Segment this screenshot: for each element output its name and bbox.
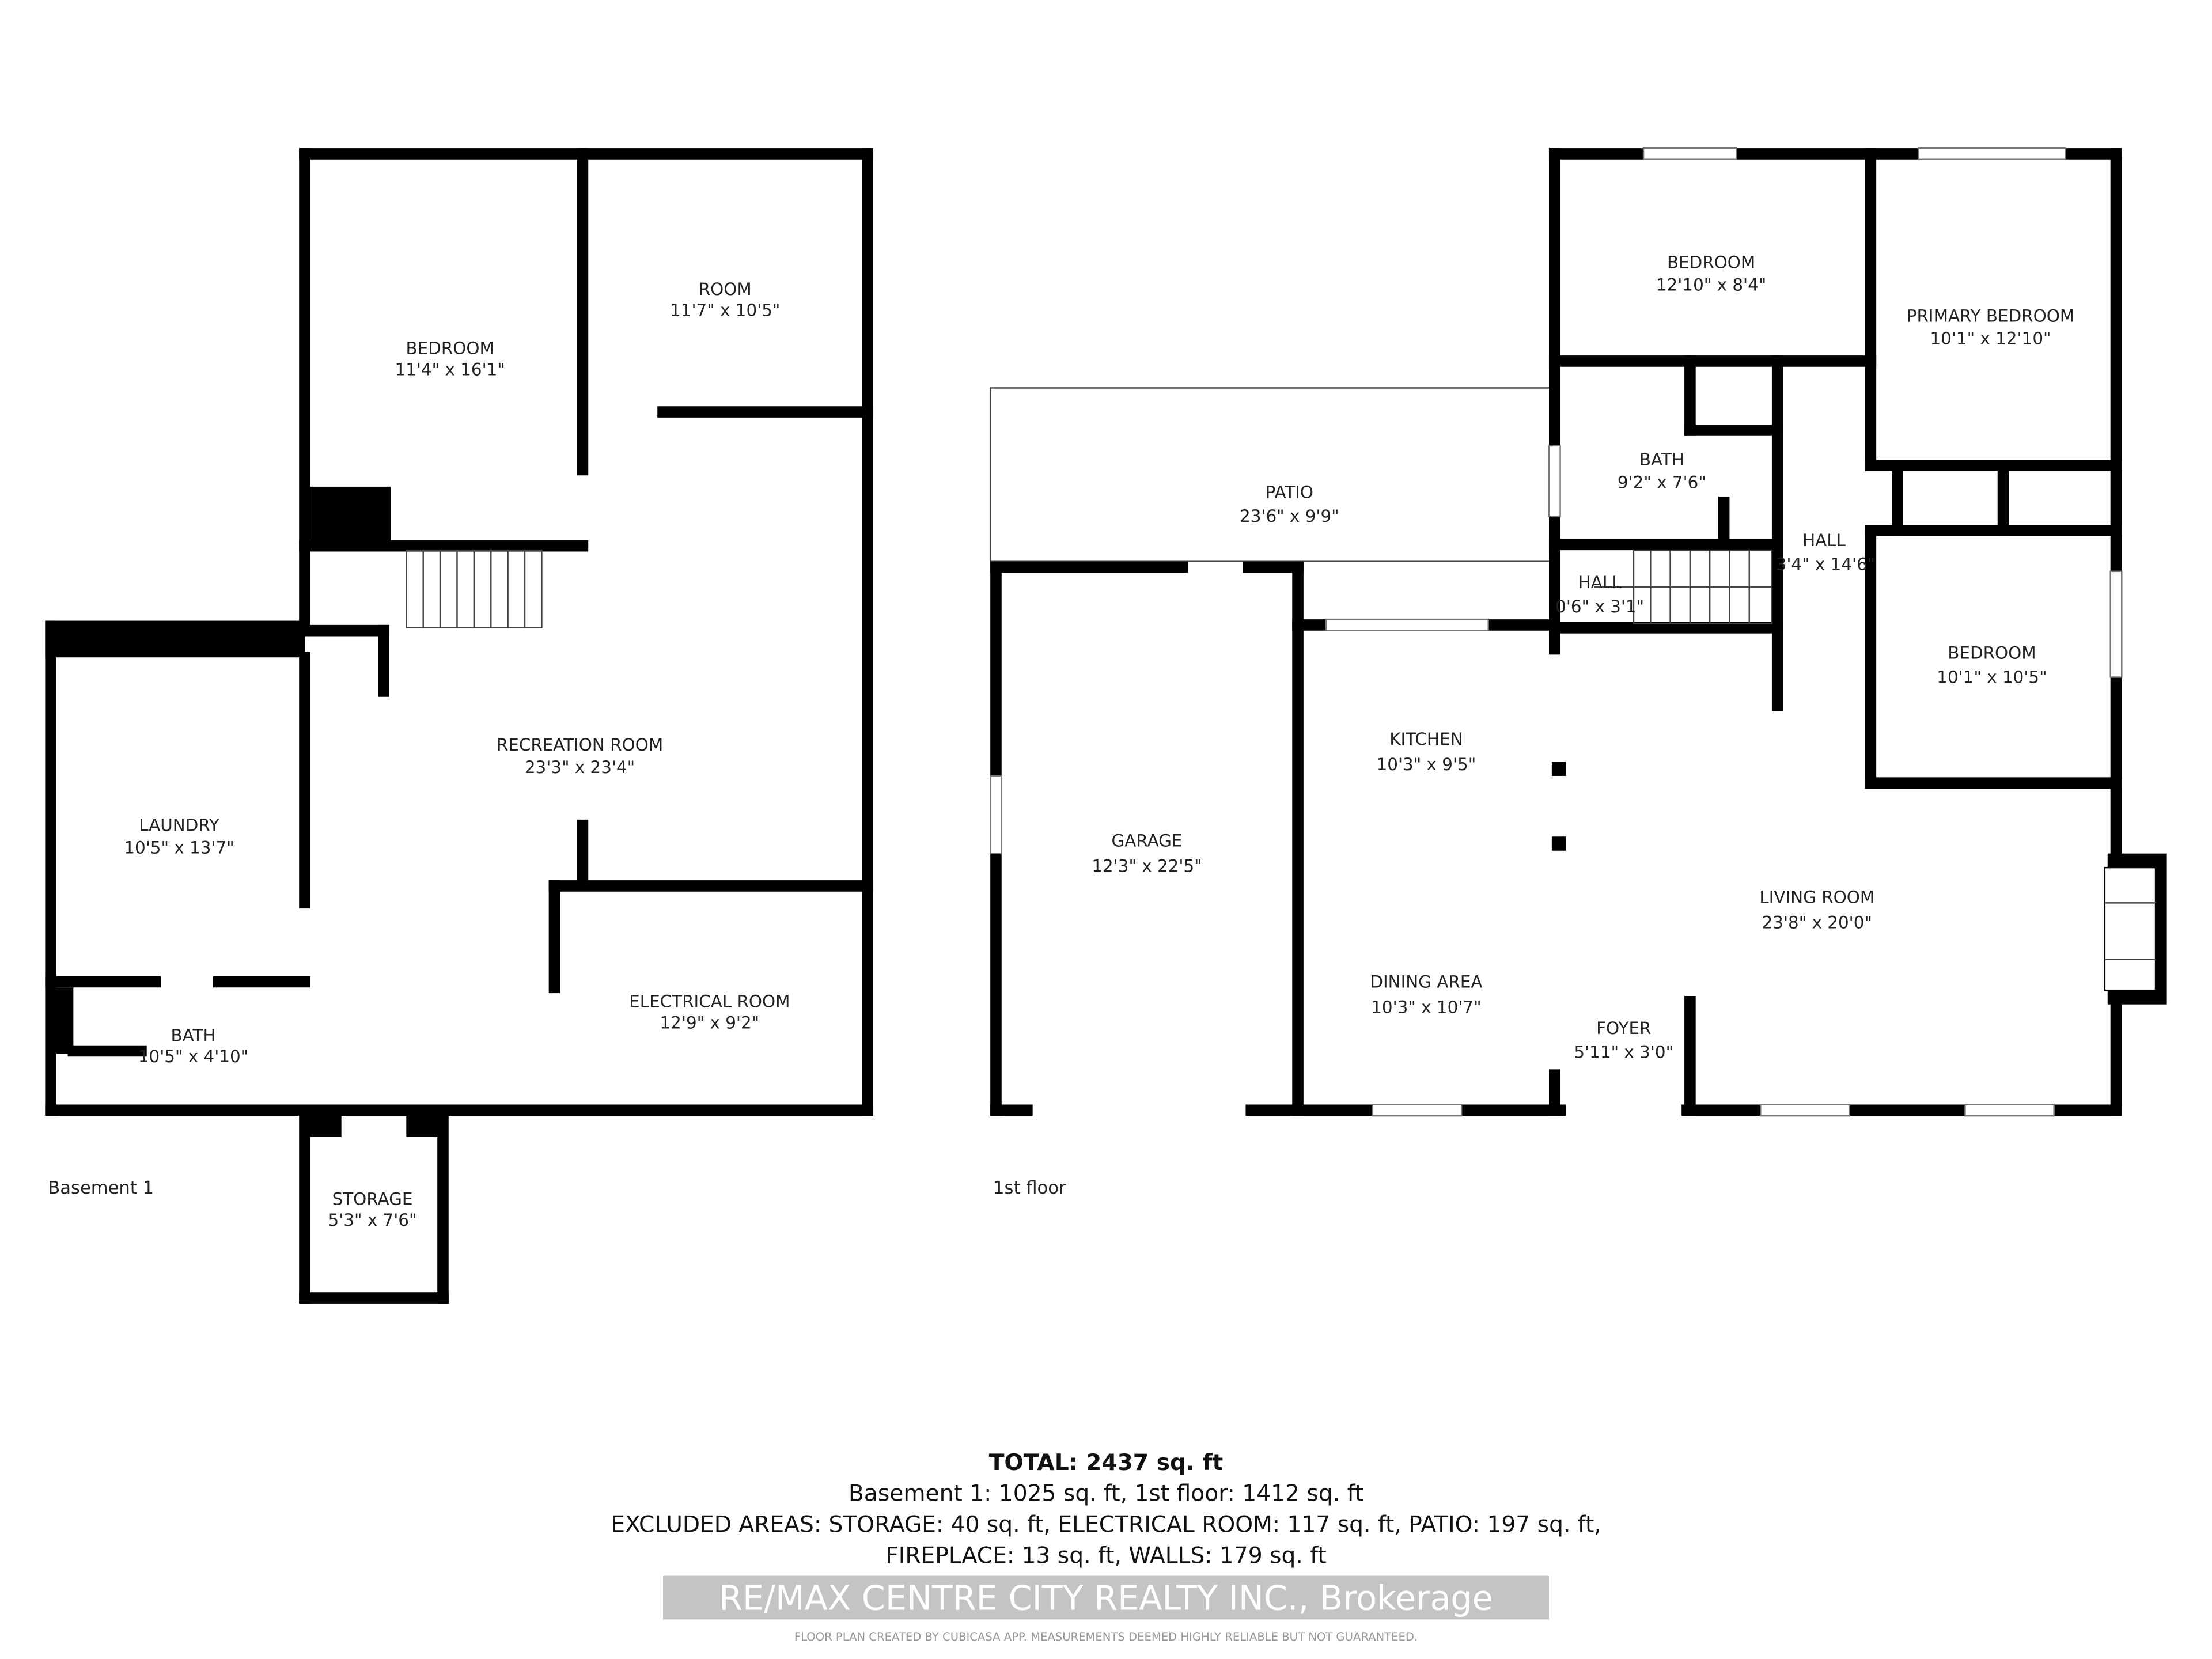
room-dims: 0'6" x 3'1" — [1555, 597, 1644, 616]
room-name: BEDROOM — [1948, 643, 2036, 663]
room-dims: 5'11" x 3'0" — [1574, 1043, 1673, 1062]
room-dims: 12'3" x 22'5" — [1092, 856, 1202, 876]
first-floor-stairs — [1594, 549, 1773, 624]
room-dims: 3'4" x 14'6" — [1776, 554, 1876, 574]
room-name: BATH — [1639, 450, 1684, 469]
room-name: BEDROOM — [1667, 252, 1755, 272]
room-name: GARAGE — [1112, 831, 1183, 850]
room-name: ELECTRICAL ROOM — [629, 992, 790, 1012]
room-name: KITCHEN — [1389, 729, 1463, 749]
room-dims: 23'6" x 9'9" — [1240, 506, 1339, 526]
watermark: RE/MAX CENTRE CITY REALTY INC., Brokerag… — [719, 1578, 1493, 1618]
room-dims: 10'3" x 9'5" — [1377, 755, 1476, 774]
room-name: HALL — [1802, 531, 1846, 550]
fireplace — [2104, 853, 2167, 1005]
windows — [989, 147, 2123, 1117]
room-name: BATH — [171, 1025, 216, 1045]
basement-walls — [45, 148, 873, 1304]
room-name: RECREATION ROOM — [497, 735, 663, 755]
room-dims: 11'7" x 10'5" — [670, 301, 780, 320]
room-name: DINING AREA — [1370, 972, 1482, 991]
room-dims: 10'1" x 12'10" — [1930, 329, 2051, 349]
room-dims: 23'3" x 23'4" — [525, 757, 635, 777]
floor-label: 1st floor — [993, 1178, 1066, 1198]
room-name: ROOM — [699, 279, 752, 299]
excluded-areas-cont: FIREPLACE: 13 sq. ft, WALLS: 179 sq. ft — [885, 1543, 1327, 1569]
room-name: STORAGE — [332, 1189, 413, 1209]
room-dims: 12'10" x 8'4" — [1656, 275, 1766, 294]
basement-stairs — [406, 549, 543, 629]
room-dims: 10'1" x 10'5" — [1937, 667, 2047, 687]
total-area: TOTAL: 2437 sq. ft — [989, 1450, 1224, 1476]
room-dims: 23'8" x 20'0" — [1762, 912, 1872, 932]
room-name: FOYER — [1596, 1018, 1651, 1038]
room-dims: 11'4" x 16'1" — [395, 359, 505, 379]
room-name: BEDROOM — [406, 339, 494, 358]
first-floor-plan: BEDROOM 12'10" x 8'4" PRIMARY BEDROOM 10… — [989, 147, 2167, 1198]
floor-label: Basement 1 — [48, 1178, 154, 1198]
patio-outline — [989, 387, 1553, 562]
first-floor-walls — [990, 148, 2122, 1116]
room-dims: 10'5" x 4'10" — [138, 1047, 248, 1066]
excluded-areas: EXCLUDED AREAS: STORAGE: 40 sq. ft, ELEC… — [611, 1512, 1601, 1538]
room-name: LIVING ROOM — [1759, 887, 1874, 907]
room-dims: 9'2" x 7'6" — [1618, 472, 1706, 492]
room-dims: 10'5" x 13'7" — [124, 838, 234, 858]
disclaimer: FLOOR PLAN CREATED BY CUBICASA APP. MEAS… — [794, 1630, 1418, 1643]
floor-areas: Basement 1: 1025 sq. ft, 1st floor: 1412… — [849, 1481, 1363, 1507]
room-name: HALL — [1578, 573, 1622, 592]
basement-plan: BEDROOM 11'4" x 16'1" ROOM 11'7" x 10'5"… — [45, 148, 873, 1304]
room-dims: 5'3" x 7'6" — [328, 1210, 417, 1230]
room-dims: 10'3" x 10'7" — [1371, 997, 1481, 1017]
watermark-band — [663, 1575, 1549, 1620]
room-name: LAUNDRY — [139, 815, 219, 835]
room-name: PRIMARY BEDROOM — [1907, 306, 2074, 325]
room-dims: 12'9" x 9'2" — [660, 1013, 759, 1032]
room-name: PATIO — [1266, 482, 1313, 502]
area-summary: TOTAL: 2437 sq. ft Basement 1: 1025 sq. … — [611, 1450, 1601, 1643]
